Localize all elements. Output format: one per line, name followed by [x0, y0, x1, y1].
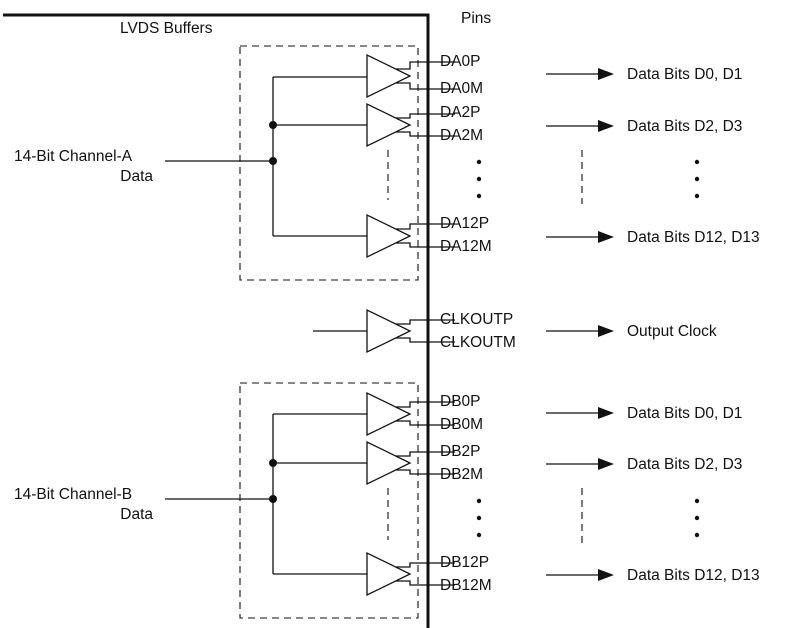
- clkout-p-wire: [396, 319, 455, 325]
- channel-a-section: 14-Bit Channel-A Data DA0P DA0M Data Bit…: [14, 53, 760, 259]
- pin-m-wire: [396, 242, 455, 248]
- output-label: Data Bits D0, D1: [627, 405, 742, 422]
- pin-p-label: DA0P: [440, 53, 481, 70]
- lvds-buffer-icon: [366, 551, 412, 597]
- pin-m-label: DB2M: [440, 466, 483, 483]
- pin-m-label: DA12M: [440, 238, 492, 255]
- channel-a-row: DA2P DA2M Data Bits D2, D3: [273, 102, 742, 148]
- pin-p-wire: [396, 223, 455, 230]
- output-arrow-icon: [598, 569, 614, 581]
- pin-p-label: DB0P: [440, 393, 481, 410]
- pin-m-wire: [396, 469, 455, 475]
- vertical-ellipsis-icon: [476, 498, 482, 538]
- pins-header: Pins: [461, 10, 491, 27]
- channel-a-buffer-group: [239, 45, 419, 281]
- lvds-buffer-icon: [366, 53, 412, 99]
- output-arrow-icon: [598, 325, 614, 337]
- output-clock-label: Output Clock: [627, 323, 717, 340]
- channel-a-row: DA12P DA12M Data Bits D12, D13: [273, 213, 760, 259]
- pin-p-wire: [396, 113, 455, 119]
- vertical-ellipsis-icon: [476, 159, 482, 199]
- lvds-buffer-icon: [366, 391, 412, 437]
- pin-p-label: DB2P: [440, 443, 481, 460]
- lvds-buffer-icon: [366, 102, 412, 148]
- lvds-buffer-icon: [366, 440, 412, 486]
- clock-section: CLKOUTP CLKOUTM Output Clock: [313, 308, 717, 354]
- channel-b-section: 14-Bit Channel-B Data DB0P DB0M Data Bit…: [14, 391, 760, 597]
- channel-a-junction-dot: [269, 157, 277, 165]
- pin-p-wire: [396, 451, 455, 457]
- clkout-m-label: CLKOUTM: [440, 334, 516, 351]
- chip-boundary: [3, 13, 430, 628]
- output-arrow-icon: [598, 231, 614, 243]
- output-arrow-icon: [598, 68, 614, 80]
- output-label: Data Bits D0, D1: [627, 66, 742, 83]
- channel-a-label-data: Data: [120, 168, 153, 185]
- pin-m-wire: [396, 580, 455, 586]
- clkout-m-wire: [396, 337, 455, 343]
- lvds-buffers-header: LVDS Buffers: [120, 20, 213, 37]
- pin-p-label: DB12P: [440, 554, 489, 571]
- vertical-ellipsis-icon: [694, 159, 700, 199]
- channel-b-row: DB12P DB12M Data Bits D12, D13: [273, 551, 760, 597]
- lvds-buffer-icon: [366, 308, 412, 354]
- pin-p-wire: [396, 562, 455, 568]
- pin-m-label: DB12M: [440, 577, 492, 594]
- pin-p-wire: [396, 401, 455, 408]
- vertical-ellipsis-icon: [694, 498, 700, 538]
- lvds-buffer-icon: [366, 213, 412, 259]
- pin-m-label: DA0M: [440, 80, 483, 97]
- output-label: Data Bits D2, D3: [627, 456, 742, 473]
- output-arrow-icon: [598, 407, 614, 419]
- channel-b-row: DB2P DB2M Data Bits D2, D3: [273, 440, 742, 486]
- clkout-p-label: CLKOUTP: [440, 311, 513, 328]
- pin-p-label: DA12P: [440, 215, 489, 232]
- channel-a-row: DA0P DA0M Data Bits D0, D1: [273, 53, 742, 99]
- channel-b-label: 14-Bit Channel-B: [14, 486, 132, 503]
- pin-m-label: DB0M: [440, 416, 483, 433]
- output-label: Data Bits D2, D3: [627, 118, 742, 135]
- pin-m-wire: [396, 82, 455, 90]
- channel-b-row: DB0P DB0M Data Bits D0, D1: [273, 391, 742, 437]
- channel-b-label-data: Data: [120, 506, 153, 523]
- pin-m-label: DA2M: [440, 127, 483, 144]
- output-arrow-icon: [598, 458, 614, 470]
- channel-b-buffer-group: [239, 382, 419, 619]
- output-label: Data Bits D12, D13: [627, 567, 760, 584]
- pin-m-wire: [396, 420, 455, 426]
- output-arrow-icon: [598, 120, 614, 132]
- channel-a-label: 14-Bit Channel-A: [14, 148, 133, 165]
- pin-p-label: DA2P: [440, 104, 481, 121]
- channel-b-junction-dot: [269, 495, 277, 503]
- output-label: Data Bits D12, D13: [627, 229, 760, 246]
- pin-p-wire: [396, 61, 455, 70]
- pin-m-wire: [396, 131, 455, 137]
